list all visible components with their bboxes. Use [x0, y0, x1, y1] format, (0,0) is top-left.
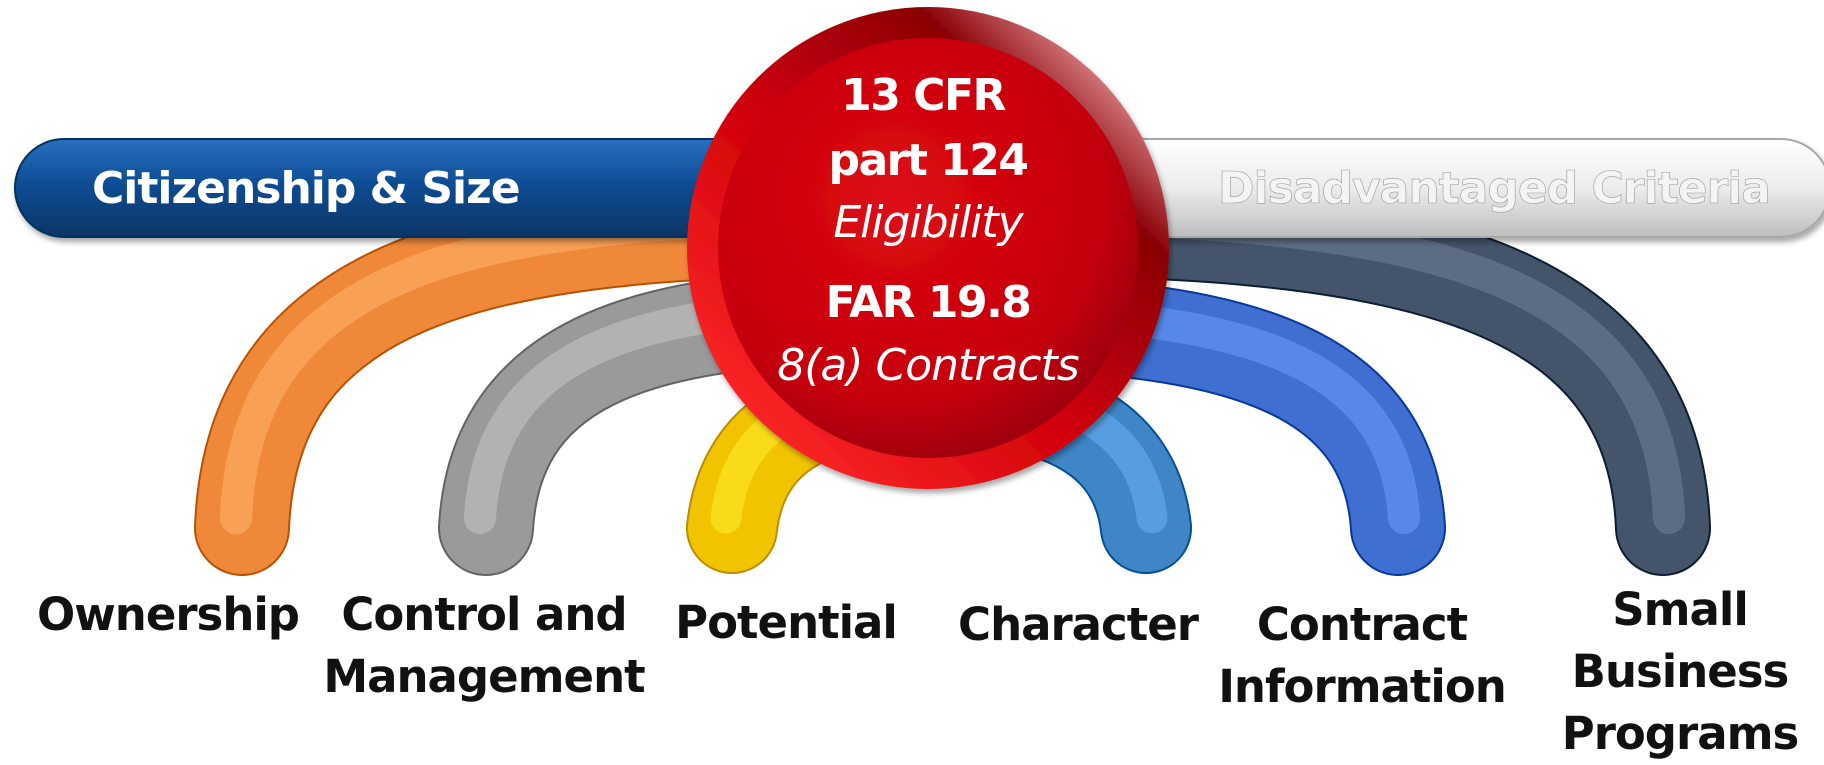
category-label-3: Potential — [675, 596, 897, 649]
center-line-contracts: 8(a) Contracts — [777, 340, 1079, 391]
center-line-part: part 124 — [828, 135, 1027, 186]
category-label-4: Character — [958, 598, 1200, 651]
category-label-line: Management — [323, 650, 645, 703]
category-label-line: Character — [958, 598, 1200, 651]
category-label-line: Programs — [1562, 707, 1799, 760]
center-line-far: FAR 19.8 — [826, 277, 1031, 328]
category-label-line: Ownership — [37, 588, 299, 641]
category-label-line: Contract — [1257, 598, 1468, 651]
header-bar-left-label: Citizenship & Size — [92, 163, 520, 214]
category-label-line: Business — [1572, 645, 1789, 698]
center-line-cfr: 13 CFR — [841, 70, 1005, 121]
center-line-eligibility: Eligibility — [833, 197, 1024, 248]
center-circle — [687, 7, 1169, 489]
category-label-line: Small — [1612, 583, 1748, 636]
category-label-line: Information — [1218, 660, 1506, 713]
category-label-1: Ownership — [37, 588, 299, 641]
category-label-line: Control and — [341, 588, 626, 641]
header-bar-right-label: Disadvantaged Criteria — [1218, 163, 1770, 214]
category-label-line: Potential — [675, 596, 897, 649]
